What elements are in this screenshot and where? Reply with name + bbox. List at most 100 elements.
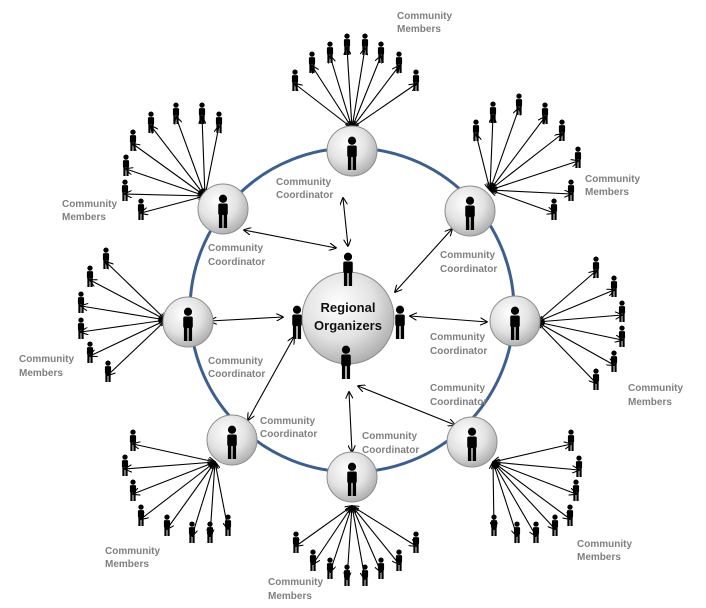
member-person-icon <box>77 291 85 313</box>
coordinator-person-icon <box>467 427 477 461</box>
member-person-icon <box>515 93 523 115</box>
member-arrow <box>205 126 219 196</box>
member-person-icon <box>206 521 214 543</box>
member-arrow <box>296 506 352 546</box>
member-person-icon <box>172 102 180 124</box>
organizer-person-icon <box>341 345 351 379</box>
coordinator-center-arrow <box>248 337 294 420</box>
member-arrow <box>352 56 381 128</box>
member-person-icon <box>566 504 574 526</box>
member-person-icon <box>326 557 334 579</box>
member-person-icon <box>137 198 145 220</box>
member-arrow <box>537 322 596 383</box>
coordinator-center-arrow <box>349 392 352 452</box>
member-person-icon <box>513 521 521 543</box>
member-person-icon <box>86 341 94 363</box>
member-arrow <box>537 315 622 322</box>
member-person-icon <box>489 101 497 123</box>
member-arrow <box>176 117 205 196</box>
coordinator-center-arrow <box>358 386 455 425</box>
member-person-icon <box>147 111 155 133</box>
member-person-icon <box>104 360 112 382</box>
member-arrow <box>352 506 416 546</box>
member-person-icon <box>592 256 600 278</box>
member-person-icon <box>121 179 129 201</box>
member-arrow <box>352 84 416 128</box>
member-arrow <box>493 462 570 519</box>
member-person-icon <box>567 429 575 451</box>
member-person-icon <box>129 429 137 451</box>
coordinator-center-arrow <box>343 198 348 246</box>
member-arrow <box>537 322 622 340</box>
member-person-icon <box>412 531 420 553</box>
coordinator-person-icon <box>347 462 357 496</box>
coordinator-person-icon <box>347 136 357 170</box>
member-person-icon <box>86 265 94 287</box>
member-person-icon <box>567 179 575 201</box>
member-person-icon <box>291 69 299 91</box>
member-arrow <box>133 462 215 494</box>
member-person-icon <box>188 521 196 543</box>
member-arrow <box>141 196 205 213</box>
member-arrow <box>493 462 579 470</box>
coordinator-center-arrow <box>410 316 487 322</box>
member-person-icon <box>618 325 626 347</box>
member-person-icon <box>361 564 369 586</box>
member-arrow <box>347 48 352 128</box>
organizer-person-icon <box>395 305 405 339</box>
member-arrow <box>537 290 614 322</box>
member-arrow <box>493 462 555 529</box>
member-arrow <box>352 66 399 128</box>
coordinator-center-arrow <box>210 317 283 321</box>
member-person-icon <box>550 198 558 220</box>
member-person-icon <box>377 557 385 579</box>
member-arrow <box>352 506 399 564</box>
member-arrow <box>490 116 493 190</box>
member-person-icon <box>558 119 566 141</box>
member-arrow <box>141 462 215 519</box>
coordinator-center-arrow <box>395 229 452 292</box>
coordinator-person-icon <box>218 194 228 228</box>
member-person-icon <box>532 521 540 543</box>
center-label-line2: Organizers <box>314 318 382 333</box>
member-person-icon <box>224 514 232 536</box>
organizer-person-icon <box>343 252 353 286</box>
member-arrow <box>167 462 215 529</box>
member-person-icon <box>574 146 582 168</box>
member-person-icon <box>129 129 137 151</box>
member-person-icon <box>412 69 420 91</box>
member-person-icon <box>610 275 618 297</box>
member-person-icon <box>102 247 110 269</box>
coordinator-person-icon <box>227 425 237 459</box>
member-arrow <box>493 462 576 494</box>
member-person-icon <box>137 504 145 526</box>
member-person-icon <box>377 41 385 63</box>
member-arrow <box>476 134 490 190</box>
center-label-line1: Regional <box>321 300 376 315</box>
member-person-icon <box>572 479 580 501</box>
member-person-icon <box>308 51 316 73</box>
coordinator-person-icon <box>510 306 520 340</box>
member-arrow <box>108 320 166 375</box>
member-arrow <box>493 444 571 462</box>
connection-arrows <box>81 48 622 579</box>
member-person-icon <box>541 102 549 124</box>
member-person-icon <box>343 33 351 55</box>
member-arrow <box>313 506 352 564</box>
member-arrow <box>312 66 352 128</box>
member-person-icon <box>592 368 600 390</box>
member-arrow <box>490 161 578 190</box>
organizer-person-icon <box>292 305 302 339</box>
member-person-icon <box>395 51 403 73</box>
